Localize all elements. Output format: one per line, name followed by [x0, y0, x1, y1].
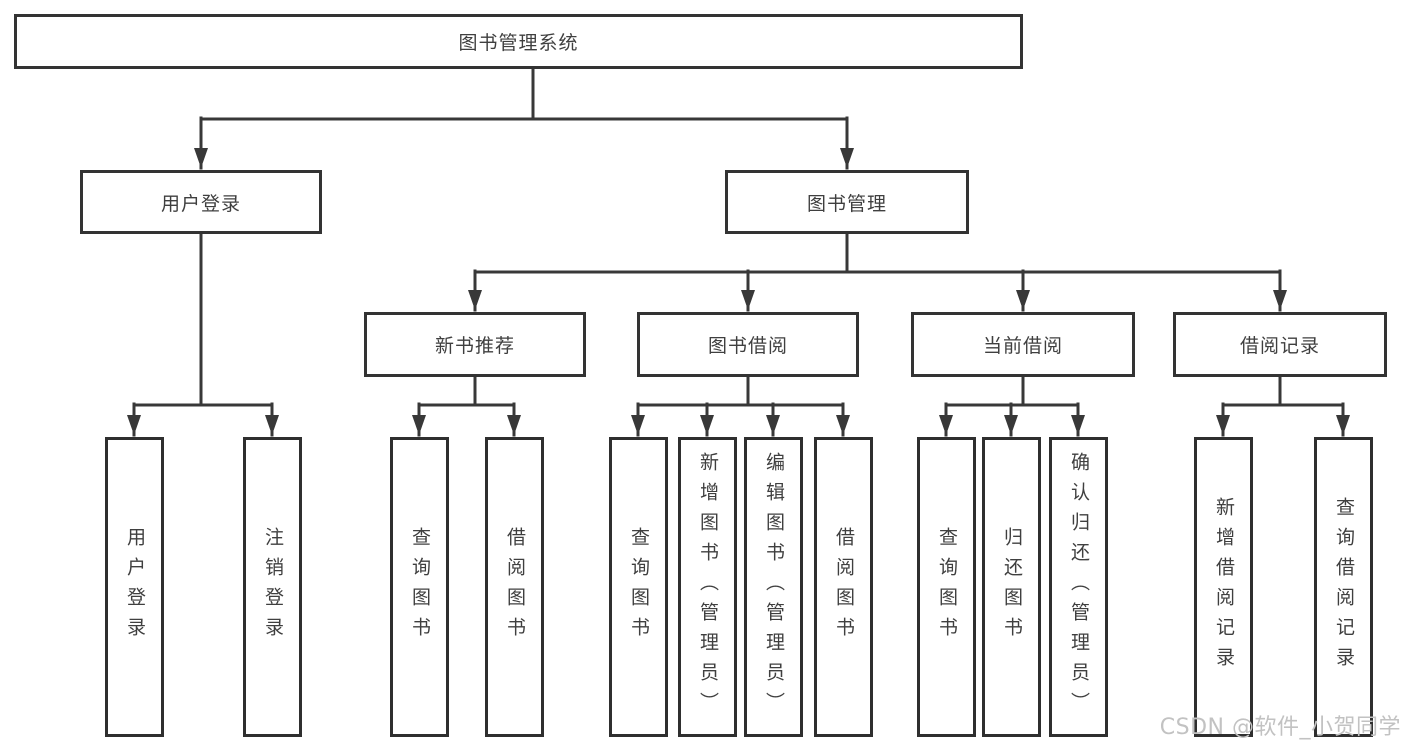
leaf-logout-label: 注销登录: [262, 527, 284, 647]
leaf-return-books: 归还图书: [982, 437, 1041, 737]
leaf-query-books-current: 查询图书: [917, 437, 976, 737]
node-new-book-recommend: 新书推荐: [364, 312, 586, 377]
leaf-return-books-label: 归还图书: [1001, 527, 1023, 647]
leaf-borrow-books: 借阅图书: [814, 437, 873, 737]
connector-user-login-branch: [127, 232, 279, 437]
leaf-query-books-recommend: 查询图书: [390, 437, 449, 737]
node-book-management: 图书管理: [725, 170, 969, 234]
node-book-borrow: 图书借阅: [637, 312, 859, 377]
leaf-add-borrow-record: 新增借阅记录: [1194, 437, 1253, 737]
node-library-system-label: 图书管理系统: [458, 32, 579, 54]
leaf-edit-books-admin-label: 编辑图书（管理员）: [763, 452, 785, 722]
leaf-add-books-admin-label: 新增图书（管理员）: [697, 452, 719, 722]
leaf-query-books-borrow: 查询图书: [609, 437, 668, 737]
leaf-edit-books-admin: 编辑图书（管理员）: [744, 437, 803, 737]
connector-new-book-recommend: [412, 375, 521, 437]
node-borrow-records-label: 借阅记录: [1239, 335, 1320, 357]
leaf-confirm-return-admin: 确认归还（管理员）: [1049, 437, 1108, 737]
node-current-borrow-label: 当前借阅: [982, 335, 1063, 357]
leaf-query-borrow-record: 查询借阅记录: [1314, 437, 1373, 737]
connector-current-borrow: [939, 375, 1085, 437]
leaf-logout: 注销登录: [243, 437, 302, 737]
csdn-watermark: CSDN @软件_小贺同学: [1159, 715, 1401, 740]
leaf-query-books-borrow-label: 查询图书: [628, 527, 650, 647]
node-book-management-label: 图书管理: [806, 192, 887, 215]
leaf-query-books-current-label: 查询图书: [936, 527, 958, 647]
node-book-borrow-label: 图书借阅: [707, 335, 788, 357]
leaf-user-login: 用户登录: [105, 437, 164, 737]
leaf-user-login-label: 用户登录: [124, 527, 146, 647]
node-borrow-records: 借阅记录: [1173, 312, 1387, 377]
leaf-confirm-return-admin-label: 确认归还（管理员）: [1068, 452, 1090, 722]
leaf-query-books-recommend-label: 查询图书: [409, 527, 431, 647]
leaf-borrow-books-recommend-label: 借阅图书: [504, 527, 526, 647]
node-user-login-branch: 用户登录: [80, 170, 322, 234]
connector-root: [194, 67, 854, 170]
node-user-login-branch-label: 用户登录: [160, 192, 241, 215]
leaf-borrow-books-label: 借阅图书: [833, 527, 855, 647]
leaf-query-borrow-record-label: 查询借阅记录: [1333, 497, 1355, 677]
leaf-add-borrow-record-label: 新增借阅记录: [1213, 497, 1235, 677]
connector-borrow-records: [1216, 375, 1350, 437]
node-new-book-recommend-label: 新书推荐: [434, 335, 515, 357]
connector-book-management: [468, 232, 1287, 312]
node-library-system: 图书管理系统: [14, 14, 1023, 69]
leaf-borrow-books-recommend: 借阅图书: [485, 437, 544, 737]
node-current-borrow: 当前借阅: [911, 312, 1135, 377]
connector-book-borrow: [631, 375, 850, 437]
leaf-add-books-admin: 新增图书（管理员）: [678, 437, 737, 737]
